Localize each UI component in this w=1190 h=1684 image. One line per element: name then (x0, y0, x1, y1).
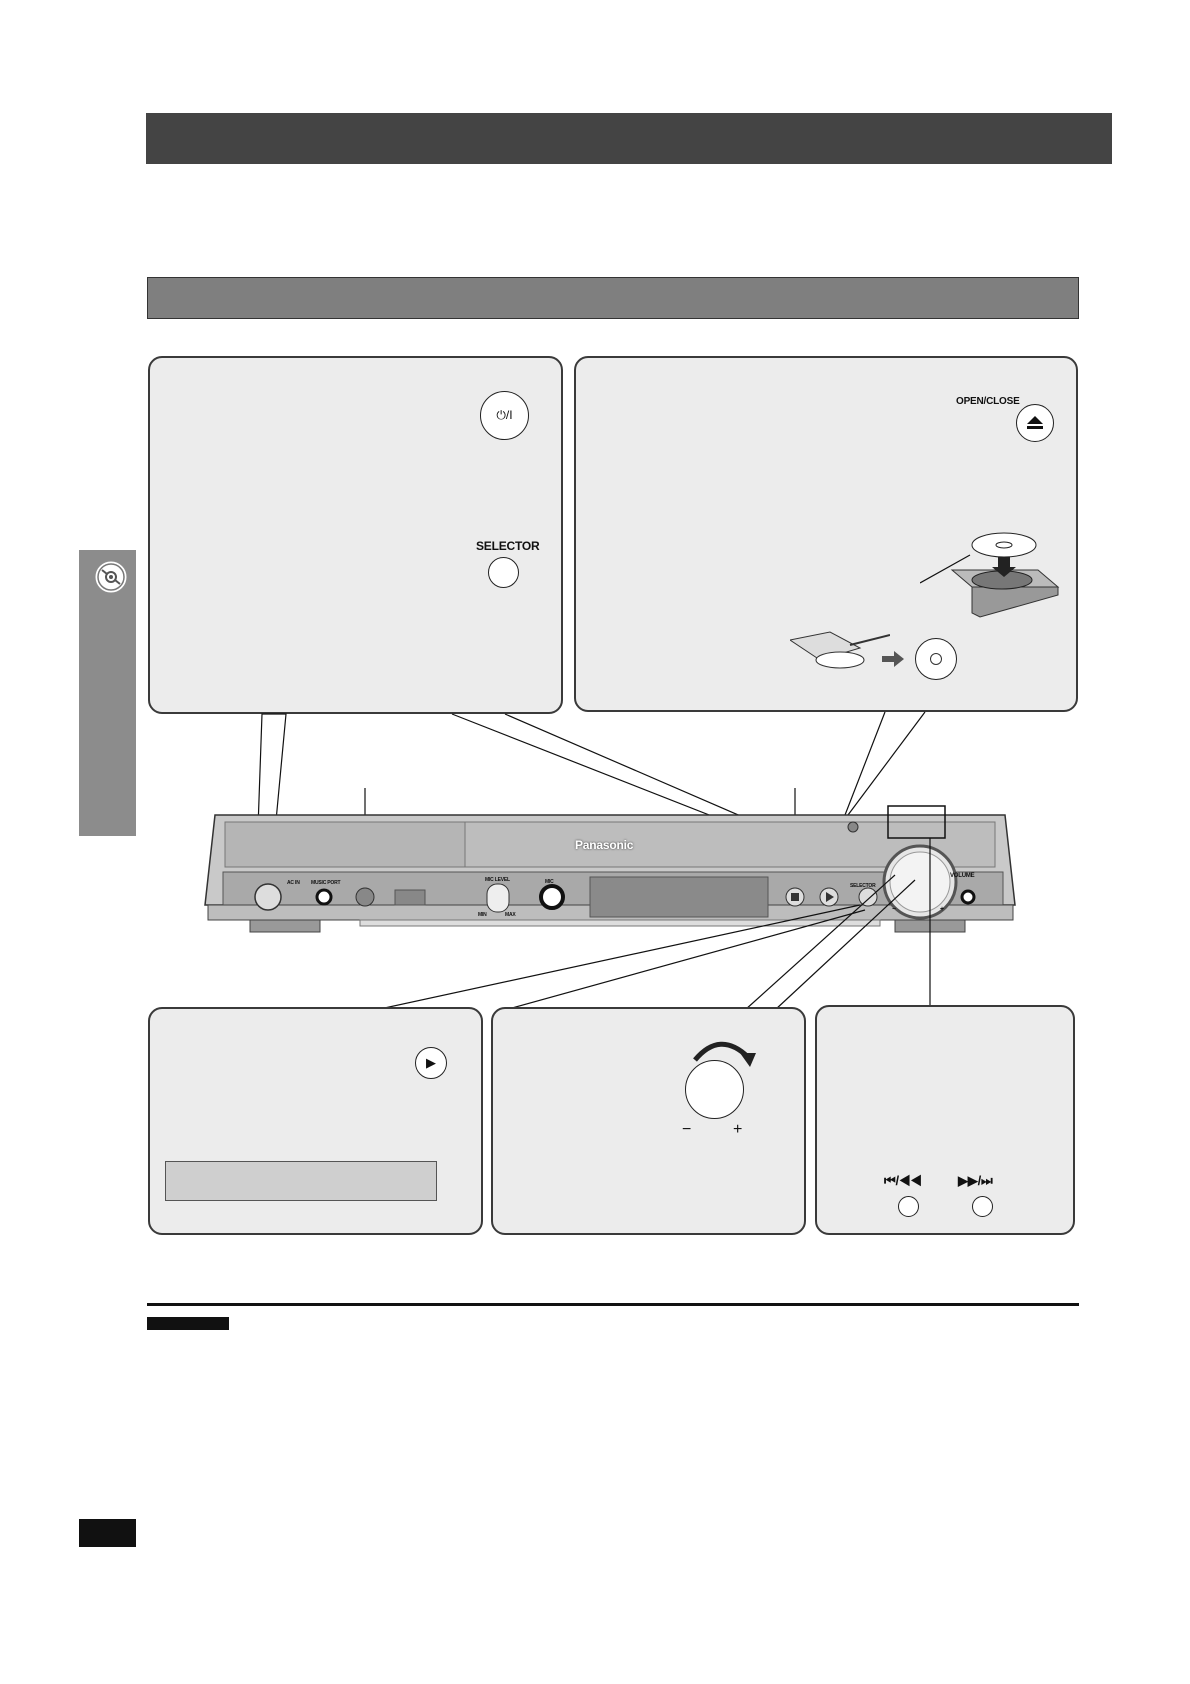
power-button[interactable]: ⏻/I (480, 391, 529, 440)
note-heading-badge (147, 1317, 229, 1330)
callout-skip (815, 1005, 1075, 1235)
note-box (165, 1161, 437, 1201)
notes-divider (147, 1303, 1079, 1306)
disc-tray-illustration (920, 532, 1060, 618)
skip-forward-label: ▶▶/⏭ (958, 1173, 993, 1188)
disc-illustration (915, 638, 957, 680)
power-icon: ⏻/I (496, 408, 513, 422)
selector-label: SELECTOR (476, 539, 540, 553)
play-button[interactable]: ▶ (415, 1047, 447, 1079)
eject-icon (1027, 416, 1043, 429)
mic-level-label: MIC LEVEL (485, 877, 510, 883)
brand-logo: Panasonic (575, 838, 634, 852)
side-chapter-tab (79, 550, 136, 836)
unit-volume-label: VOLUME (950, 873, 975, 879)
arrow-right-icon (882, 651, 904, 667)
unit-plus-label: + (940, 906, 944, 913)
open-close-label: OPEN/CLOSE (956, 396, 1020, 407)
volume-minus-label: − (682, 1121, 692, 1138)
volume-knob[interactable] (685, 1060, 744, 1119)
rotate-arrow-icon (693, 1041, 756, 1067)
open-close-button[interactable] (1016, 404, 1054, 442)
mic-level-max-label: MAX (505, 912, 516, 918)
disc-cartridge-illustration (790, 631, 890, 669)
mic-level-min-label: MIN (478, 912, 487, 918)
unit-minus-label: − (892, 906, 896, 913)
disc-icon (95, 561, 127, 593)
selector-button[interactable] (488, 557, 519, 588)
ac-in-label: AC IN (287, 880, 300, 886)
volume-plus-label: + (733, 1121, 743, 1138)
mic-label: MIC (545, 879, 554, 885)
callout-volume (491, 1007, 806, 1235)
unit-selector-label: SELECTOR (850, 883, 876, 889)
skip-back-button[interactable] (898, 1196, 919, 1217)
skip-back-label: ⏮/◀◀ (884, 1173, 922, 1188)
page-title-bar (146, 113, 1112, 164)
page-number-badge (79, 1519, 136, 1547)
skip-forward-button[interactable] (972, 1196, 993, 1217)
section-header-bar (147, 277, 1079, 319)
play-icon: ▶ (426, 1055, 436, 1070)
music-port-label: MUSIC PORT (311, 880, 341, 886)
